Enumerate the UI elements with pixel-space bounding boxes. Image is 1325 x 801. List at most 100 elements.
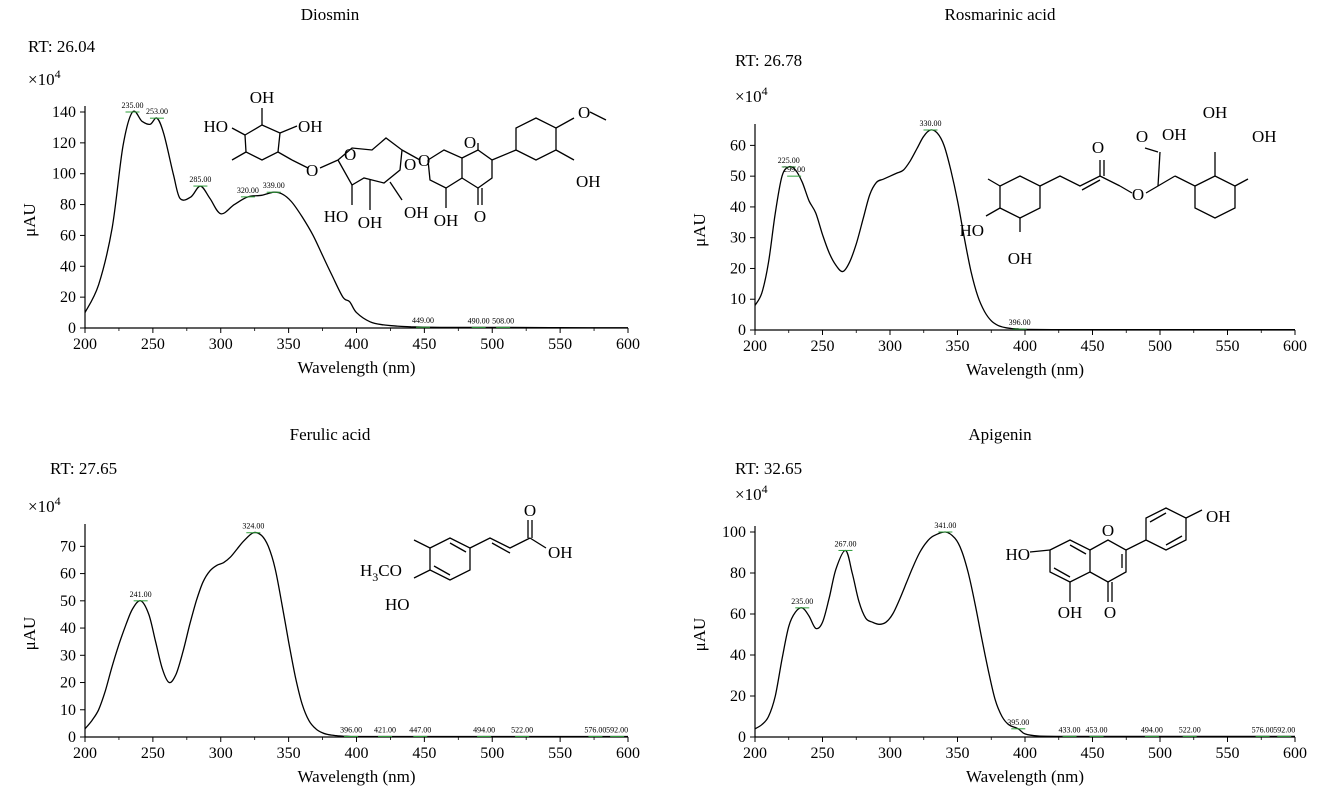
x-tick-label: 350 [277, 745, 301, 762]
x-tick-label: 600 [1283, 338, 1307, 355]
y-axis-label: μAU [20, 203, 39, 237]
y-tick-label: 20 [730, 688, 746, 705]
svg-text:OH: OH [250, 88, 275, 107]
svg-text:O: O [344, 145, 356, 164]
y-tick-label: 0 [68, 729, 76, 746]
retention-time: RT: 26.78 [735, 51, 802, 70]
x-tick-label: 450 [412, 745, 436, 762]
svg-text:OH: OH [1206, 507, 1231, 526]
svg-text:O: O [1136, 127, 1148, 146]
peak-label: 576.00 [584, 725, 606, 734]
y-tick-label: 100 [722, 524, 746, 541]
peak-label: 494.00 [473, 725, 495, 734]
svg-text:OH: OH [1058, 603, 1083, 622]
x-axis-label: Wavelength (nm) [297, 767, 415, 786]
x-tick-label: 600 [1283, 745, 1307, 762]
svg-text:O: O [306, 161, 318, 180]
retention-time: RT: 32.65 [735, 459, 802, 478]
peak-label: 235.00 [791, 597, 813, 606]
retention-time: RT: 26.04 [28, 37, 96, 56]
x-tick-label: 450 [412, 336, 436, 353]
y-axis-label: μAU [690, 213, 709, 247]
x-tick-label: 500 [1148, 745, 1172, 762]
svg-text:OH: OH [358, 213, 383, 232]
y-tick-label: 40 [60, 258, 76, 275]
diosmin-structure-labels: HO OH OH O O HO OH OH O O O OH OH O O [203, 88, 600, 232]
spectrum-line [84, 110, 629, 329]
peak-label: 324.00 [242, 522, 264, 531]
y-axis-label: μAU [690, 618, 709, 652]
y-tick-label: 120 [52, 135, 76, 152]
svg-text:H3CO: H3CO [360, 561, 402, 584]
peak-label: 453.00 [1086, 725, 1108, 734]
peak-label: 320.00 [237, 186, 259, 195]
peak-label: 395.00 [1007, 718, 1029, 727]
peak-label: 330.00 [920, 119, 942, 128]
y-tick-label: 60 [730, 606, 746, 623]
x-tick-label: 200 [743, 338, 767, 355]
svg-text:O: O [524, 501, 536, 520]
x-tick-label: 200 [73, 336, 97, 353]
x-tick-label: 450 [1081, 745, 1105, 762]
y-tick-label: 70 [60, 538, 76, 555]
x-tick-label: 350 [277, 336, 301, 353]
diosmin-structure [231, 108, 607, 210]
y-tick-label: 80 [730, 565, 746, 582]
svg-text:O: O [1132, 185, 1144, 204]
x-tick-label: 350 [946, 745, 970, 762]
y-tick-label: 0 [738, 729, 746, 746]
svg-text:O: O [578, 103, 590, 122]
svg-text:O: O [1104, 603, 1116, 622]
y-multiplier: ×104 [28, 494, 61, 516]
y-tick-label: 60 [730, 137, 746, 154]
peak-label: 241.00 [130, 590, 152, 599]
y-tick-label: 50 [60, 593, 76, 610]
x-tick-label: 550 [1216, 338, 1240, 355]
svg-text:OH: OH [576, 172, 601, 191]
ferulic-structure [413, 520, 547, 581]
svg-text:O: O [404, 155, 416, 174]
x-tick-label: 300 [209, 336, 233, 353]
x-tick-label: 500 [480, 745, 504, 762]
svg-text:OH: OH [434, 211, 459, 230]
x-tick-label: 400 [345, 745, 369, 762]
svg-text:OH: OH [298, 117, 323, 136]
y-tick-label: 0 [68, 320, 76, 337]
chart-title: Apigenin [968, 425, 1032, 444]
x-tick-label: 350 [946, 338, 970, 355]
peak-label: 253.00 [146, 107, 168, 116]
y-tick-label: 60 [60, 227, 76, 244]
peak-label: 421.00 [374, 725, 396, 734]
svg-text:HO: HO [959, 221, 984, 240]
x-tick-label: 500 [480, 336, 504, 353]
x-tick-label: 400 [1013, 745, 1037, 762]
peak-label: 592.00 [1273, 725, 1295, 734]
y-tick-label: 10 [730, 291, 746, 308]
x-tick-label: 300 [878, 745, 902, 762]
svg-text:OH: OH [548, 543, 573, 562]
y-tick-label: 30 [730, 230, 746, 247]
y-tick-label: 20 [60, 289, 76, 306]
y-tick-label: 20 [60, 675, 76, 692]
y-multiplier: ×104 [735, 84, 768, 106]
svg-text:OH: OH [1252, 127, 1277, 146]
svg-text:HO: HO [385, 595, 410, 614]
y-tick-label: 30 [60, 647, 76, 664]
peak-label: 285.00 [189, 175, 211, 184]
spectrum-line [754, 531, 1295, 738]
x-axis-label: Wavelength (nm) [966, 767, 1084, 786]
svg-text:O: O [1102, 521, 1114, 540]
x-tick-label: 200 [743, 745, 767, 762]
x-tick-label: 550 [548, 336, 572, 353]
peak-label: 396.00 [340, 725, 362, 734]
y-tick-label: 40 [730, 647, 746, 664]
chart-title: Ferulic acid [290, 425, 371, 444]
peak-label: 267.00 [834, 539, 856, 548]
x-axis-label: Wavelength (nm) [966, 360, 1084, 379]
spectrum-line [754, 129, 1295, 331]
